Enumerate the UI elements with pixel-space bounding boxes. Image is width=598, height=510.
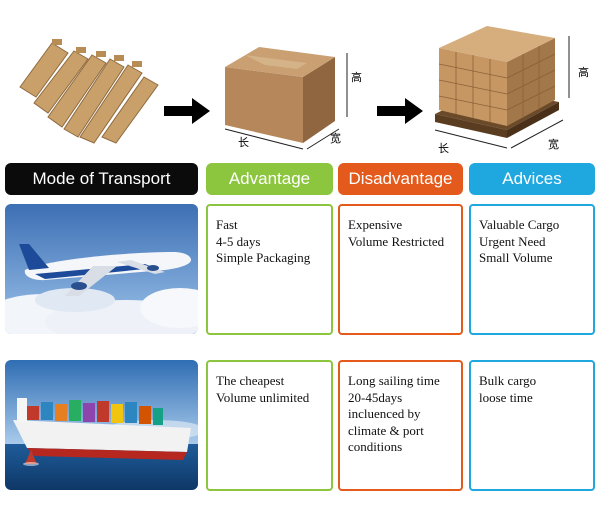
sea-advices-line: Bulk cargo [479,373,537,388]
dimension-height-label: 高 [578,67,589,79]
air-disadvantage-cell: Expensive Volume Restricted [338,204,463,335]
dimension-width-label: 宽 [548,139,559,151]
cardboard-box [215,25,365,155]
sea-advantage-line: The cheapest [216,373,285,388]
dimension-length-label: 长 [238,137,249,149]
sea-disadvantage-line: conditions [348,439,403,454]
dimension-height-label: 高 [351,72,362,84]
air-advices-line: Valuable Cargo [479,217,560,232]
right-arrow-icon [164,98,210,129]
sea-advices-line: loose time [479,389,533,405]
sea-disadvantage-line: incluenced by [348,406,421,421]
air-advantage-cell: Fast 4-5 days Simple Packaging [206,204,333,335]
header-mode-of-transport: Mode of Transport [5,163,198,195]
dimension-length-label: 长 [438,143,449,155]
sea-advantage-line: Volume unlimited [216,389,310,405]
header-disadvantage: Disadvantage [338,163,463,195]
sea-advantage-cell: The cheapest Volume unlimited [206,360,333,491]
air-disadvantage-line: Expensive [348,217,403,232]
air-advantage-line: Simple Packaging [216,250,311,265]
sea-disadvantage-line: 20-45days [348,389,403,405]
air-advices-line: Small Volume [479,250,553,265]
dimension-width-label: 宽 [330,133,341,145]
right-arrow-icon [377,98,423,129]
air-advantage-line: 4-5 days [216,233,261,249]
air-advantage-line: Fast [216,217,238,232]
flat-cardboard-sheets [12,25,162,145]
sea-disadvantage-line: climate & port [348,422,424,438]
sea-disadvantage-cell: Long sailing time 20-45days incluenced b… [338,360,463,491]
header-advantage: Advantage [206,163,333,195]
header-advices: Advices [469,163,595,195]
sea-advices-cell: Bulk cargo loose time [469,360,595,491]
air-advices-line: Urgent Need [479,233,546,249]
cargo-ship-image [5,360,198,490]
sea-disadvantage-line: Long sailing time [348,373,440,388]
air-advices-cell: Valuable Cargo Urgent Need Small Volume [469,204,595,335]
airplane-image [5,204,198,334]
palletized-boxes [425,18,575,158]
air-disadvantage-line: Volume Restricted [348,233,445,249]
